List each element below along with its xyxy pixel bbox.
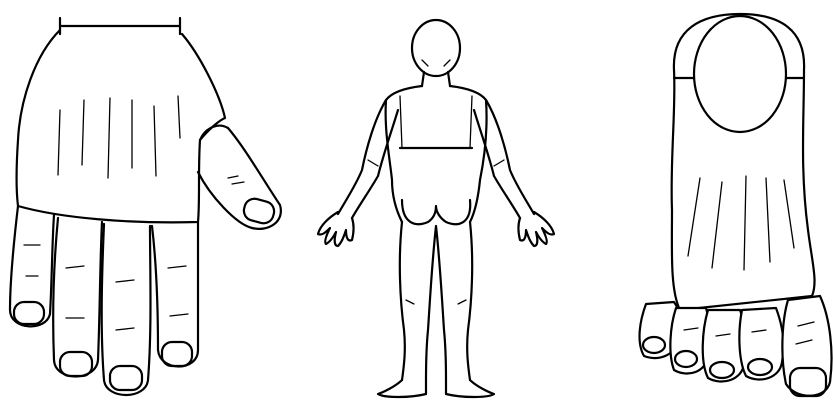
foot-crease-3 xyxy=(744,176,746,270)
body-hand-right xyxy=(519,212,555,246)
body-head xyxy=(412,20,460,76)
body-shoulder-right xyxy=(470,96,472,148)
hand-finger-middle-nail xyxy=(110,366,142,390)
body-legs xyxy=(400,222,472,380)
hand-finger-index-joints xyxy=(168,266,188,316)
hand-finger-ring-joints xyxy=(66,266,84,318)
body-elbow-left xyxy=(368,160,378,166)
hand-finger-index xyxy=(152,222,198,367)
hand-thumb xyxy=(198,126,281,229)
hand-finger-middle xyxy=(102,224,151,395)
hand-finger-little xyxy=(10,206,54,326)
foot-outline xyxy=(640,14,832,396)
hand-finger-little-joints xyxy=(24,245,40,276)
body-knees xyxy=(406,300,466,304)
hand-crease-5 xyxy=(154,106,156,176)
hand-crease-6 xyxy=(178,96,180,138)
foot-crease-5 xyxy=(784,180,794,248)
hand-thumb-knuckle xyxy=(228,176,244,184)
hand-finger-middle-joints xyxy=(116,280,134,330)
body-hand-left xyxy=(318,212,354,246)
body-elbow-right xyxy=(494,160,504,166)
hand-finger-ring-nail xyxy=(60,352,92,376)
body-foot-left xyxy=(378,380,426,397)
hand-crease-1 xyxy=(58,110,60,175)
hand-crease-2 xyxy=(82,100,84,165)
hand-thumb-nail xyxy=(242,196,277,225)
foot-crease-1 xyxy=(688,178,700,256)
foot-crease-4 xyxy=(766,178,770,262)
body-buttocks xyxy=(402,200,470,224)
foot-crease-2 xyxy=(712,182,722,268)
body-head-hairline xyxy=(422,60,450,66)
hand-finger-little-nail xyxy=(14,302,44,324)
hand-outline xyxy=(10,18,281,395)
hand-crease-3 xyxy=(108,98,110,178)
body-foot-right xyxy=(446,380,494,397)
foot-sole xyxy=(672,14,815,310)
foot-heel-pad xyxy=(694,16,786,132)
foot-toe-second xyxy=(739,308,783,380)
body-outline xyxy=(318,20,554,397)
hand-palm xyxy=(17,30,226,222)
body-shoulder-left xyxy=(400,96,402,148)
